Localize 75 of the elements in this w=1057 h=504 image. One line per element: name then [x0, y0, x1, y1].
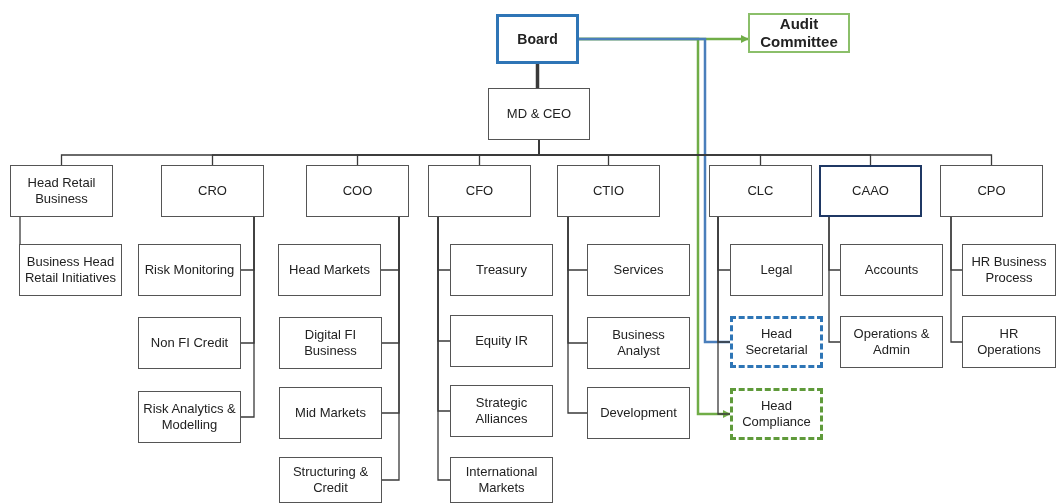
box-label: Risk Monitoring — [144, 262, 235, 278]
box-label: CAAO — [852, 183, 889, 199]
org-box — [962, 316, 1056, 368]
connector-line — [240, 216, 255, 418]
box-label: HR Business Process — [970, 254, 1048, 286]
box-label: Board — [517, 31, 558, 47]
org-box — [138, 244, 241, 296]
box-label: Strategic Alliances — [474, 395, 529, 427]
connector-line — [535, 64, 540, 88]
org-box — [819, 165, 922, 217]
org-box — [10, 165, 113, 217]
box-label: Legal — [760, 262, 793, 278]
org-box — [748, 13, 850, 53]
org-box — [730, 316, 823, 368]
box-label: Business Analyst — [611, 327, 666, 359]
org-box — [840, 316, 943, 368]
org-box — [450, 244, 553, 296]
connector-line — [437, 216, 451, 481]
box-label: CRO — [198, 183, 227, 199]
org-box — [730, 244, 823, 296]
org-box — [587, 387, 690, 439]
connector-line — [381, 216, 400, 481]
box-label: Development — [600, 405, 677, 421]
org-box — [306, 165, 409, 217]
org-box — [496, 14, 579, 64]
org-box — [730, 388, 823, 440]
org-box — [428, 165, 531, 217]
org-box — [587, 244, 690, 296]
org-box — [450, 385, 553, 437]
box-label: Audit Committee — [759, 15, 839, 51]
org-box — [278, 244, 381, 296]
box-label: MD & CEO — [506, 106, 572, 122]
org-box — [138, 317, 241, 369]
org-box — [138, 391, 241, 443]
box-label: CFO — [465, 183, 494, 199]
org-box — [450, 315, 553, 367]
connector-line — [19, 216, 21, 245]
box-label: CLC — [747, 183, 774, 199]
box-label: Non FI Credit — [150, 335, 229, 351]
box-label: Head Compliance — [741, 398, 812, 430]
connector-line — [950, 216, 963, 343]
org-box — [557, 165, 660, 217]
box-label: HR Operations — [976, 326, 1042, 358]
box-label: Treasury — [476, 262, 527, 278]
box-label: CPO — [977, 183, 1006, 199]
org-box — [19, 244, 122, 296]
org-box — [279, 457, 382, 503]
box-label: Structuring & Credit — [291, 464, 370, 496]
org-box — [279, 317, 382, 369]
box-label: Head Markets — [289, 262, 370, 278]
box-label: Mid Markets — [295, 405, 366, 421]
box-label: Operations & Admin — [852, 326, 931, 358]
org-box — [587, 317, 690, 369]
box-label: Equity IR — [475, 333, 528, 349]
box-label: Head Retail Business — [26, 175, 97, 207]
org-box — [279, 387, 382, 439]
connector-line — [567, 216, 588, 414]
box-label: COO — [342, 183, 373, 199]
org-box — [709, 165, 812, 217]
box-label: International Markets — [464, 464, 539, 496]
connector-line — [828, 216, 841, 343]
box-label: CTIO — [592, 183, 625, 199]
box-label: Head Secretarial — [744, 326, 809, 358]
box-label: Services — [613, 262, 664, 278]
connector-line — [717, 216, 731, 415]
org-box — [962, 244, 1056, 296]
box-label: Risk Analytics & Modelling — [143, 401, 236, 433]
box-label: Accounts — [864, 262, 919, 278]
org-box — [840, 244, 943, 296]
org-box — [161, 165, 264, 217]
org-box — [488, 88, 590, 140]
box-label: Digital FI Business — [303, 327, 358, 359]
org-box — [450, 457, 553, 503]
box-label: Business Head Retail Initiatives — [24, 254, 117, 286]
org-box — [940, 165, 1043, 217]
